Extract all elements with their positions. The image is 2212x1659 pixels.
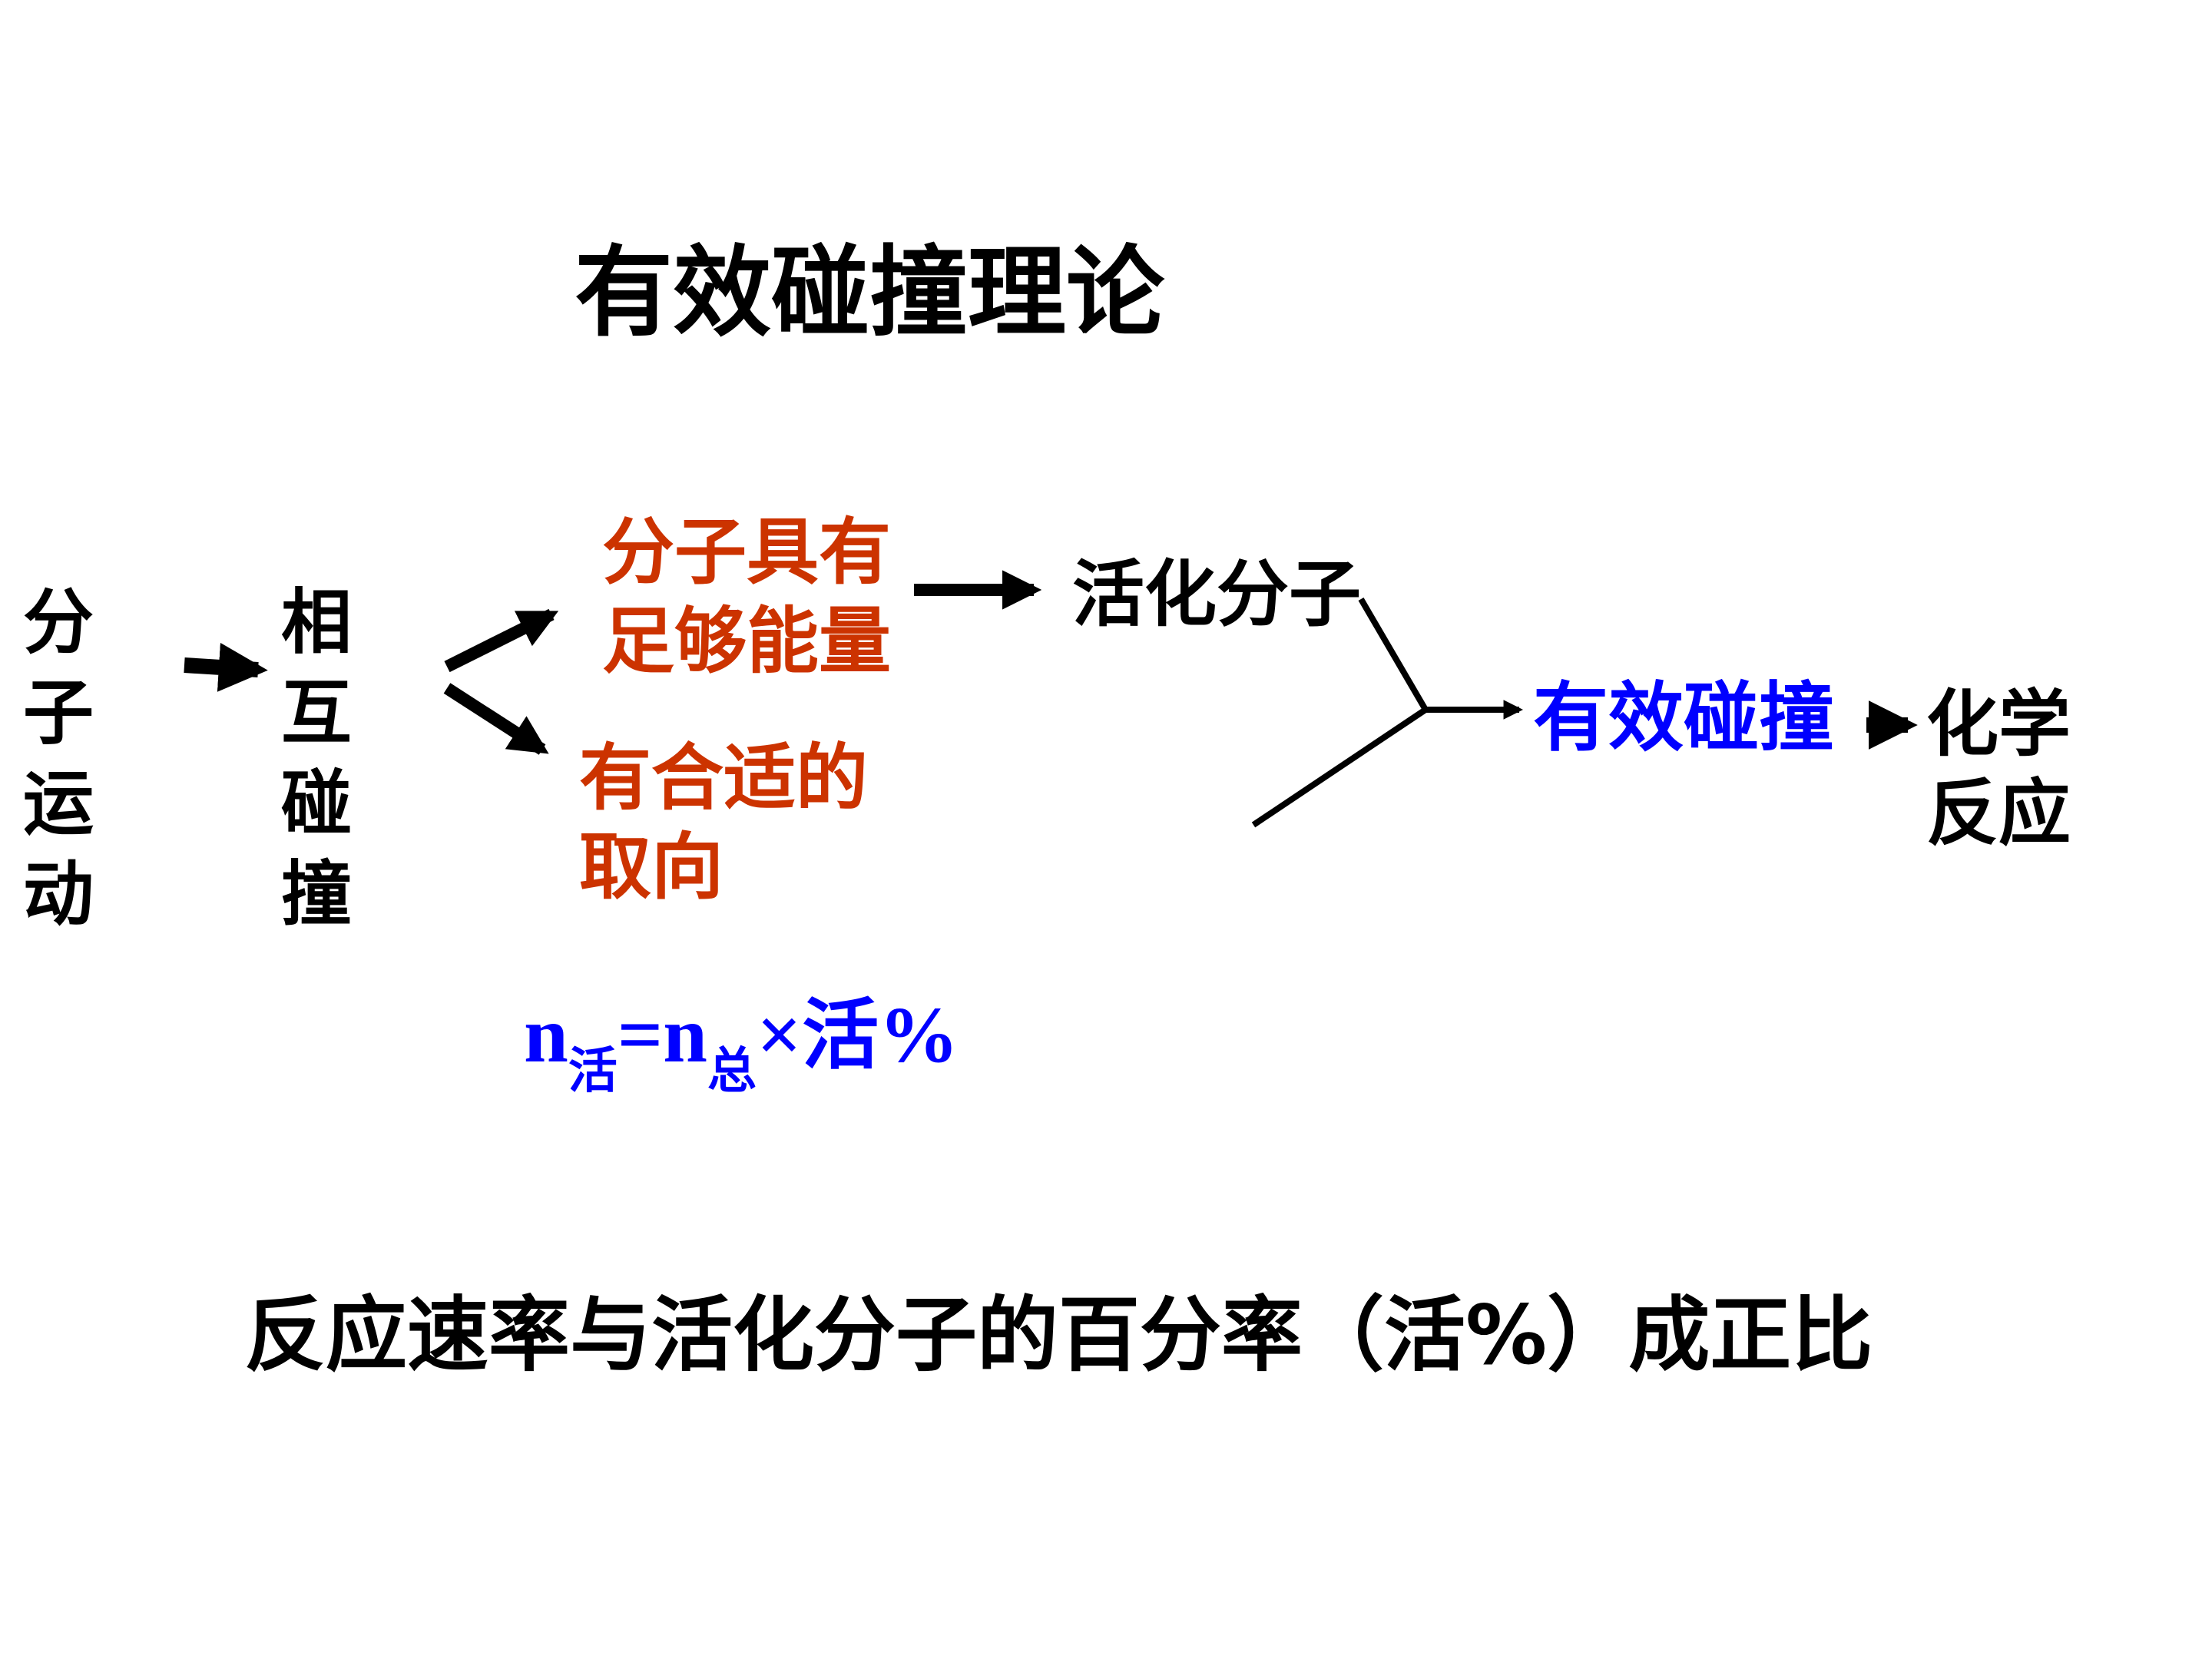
arrow-motion-to-collision <box>184 642 268 692</box>
formula-equals: = <box>617 991 664 1079</box>
node-mutual-collision-char: 撞 <box>281 853 353 935</box>
formula-percent: % <box>879 991 959 1079</box>
node-mutual-collision-char: 相 <box>281 581 353 664</box>
node-chemical-reaction-line: 化学 <box>1926 683 2071 767</box>
formula-n-total: n <box>663 991 707 1079</box>
diagram-title: 有效碰撞理论 <box>575 236 1165 350</box>
node-molecular-motion-char: 动 <box>23 853 94 935</box>
node-suitable-orientation-line: 取向 <box>579 826 724 909</box>
formula-sub-total: 总 <box>707 1043 757 1100</box>
node-sufficient-energy-line: 分子具有 <box>602 511 892 594</box>
node-mutual-collision: 相 互 碰 撞 <box>281 578 358 940</box>
node-mutual-collision-char: 碰 <box>281 763 353 845</box>
formula-n-active: n <box>524 991 568 1079</box>
formula-times: × <box>756 991 803 1079</box>
node-sufficient-energy: 分子具有 足够能量 <box>602 508 891 687</box>
node-molecular-motion-char: 分 <box>23 581 94 664</box>
node-sufficient-energy-line: 足够能量 <box>602 600 892 684</box>
arrow-collision-to-orientation <box>443 683 549 755</box>
node-molecular-motion-char: 子 <box>23 672 94 754</box>
join-line-activated <box>1358 597 1429 712</box>
node-effective-collision: 有效碰撞 <box>1533 674 1835 762</box>
node-suitable-orientation: 有合适的 取向 <box>579 734 868 912</box>
node-chemical-reaction-line: 反应 <box>1926 772 2071 856</box>
formula-sub-active: 活 <box>568 1043 618 1100</box>
join-line-orientation <box>1251 707 1428 828</box>
node-molecular-motion-char: 运 <box>23 763 94 845</box>
node-mutual-collision-char: 互 <box>281 672 353 754</box>
node-activated-molecule: 活化分子 <box>1072 553 1362 637</box>
node-chemical-reaction: 化学 反应 <box>1926 680 2071 859</box>
conclusion-text: 反应速率与活化分子的百分率（活%）成正比 <box>244 1288 1873 1382</box>
active-molecule-formula: n活=n总×活% <box>524 995 959 1097</box>
node-molecular-motion: 分 子 运 动 <box>23 578 100 940</box>
arrow-collision-to-energy <box>444 608 559 673</box>
formula-active: 活 <box>802 990 879 1080</box>
node-suitable-orientation-line: 有合适的 <box>579 737 869 820</box>
